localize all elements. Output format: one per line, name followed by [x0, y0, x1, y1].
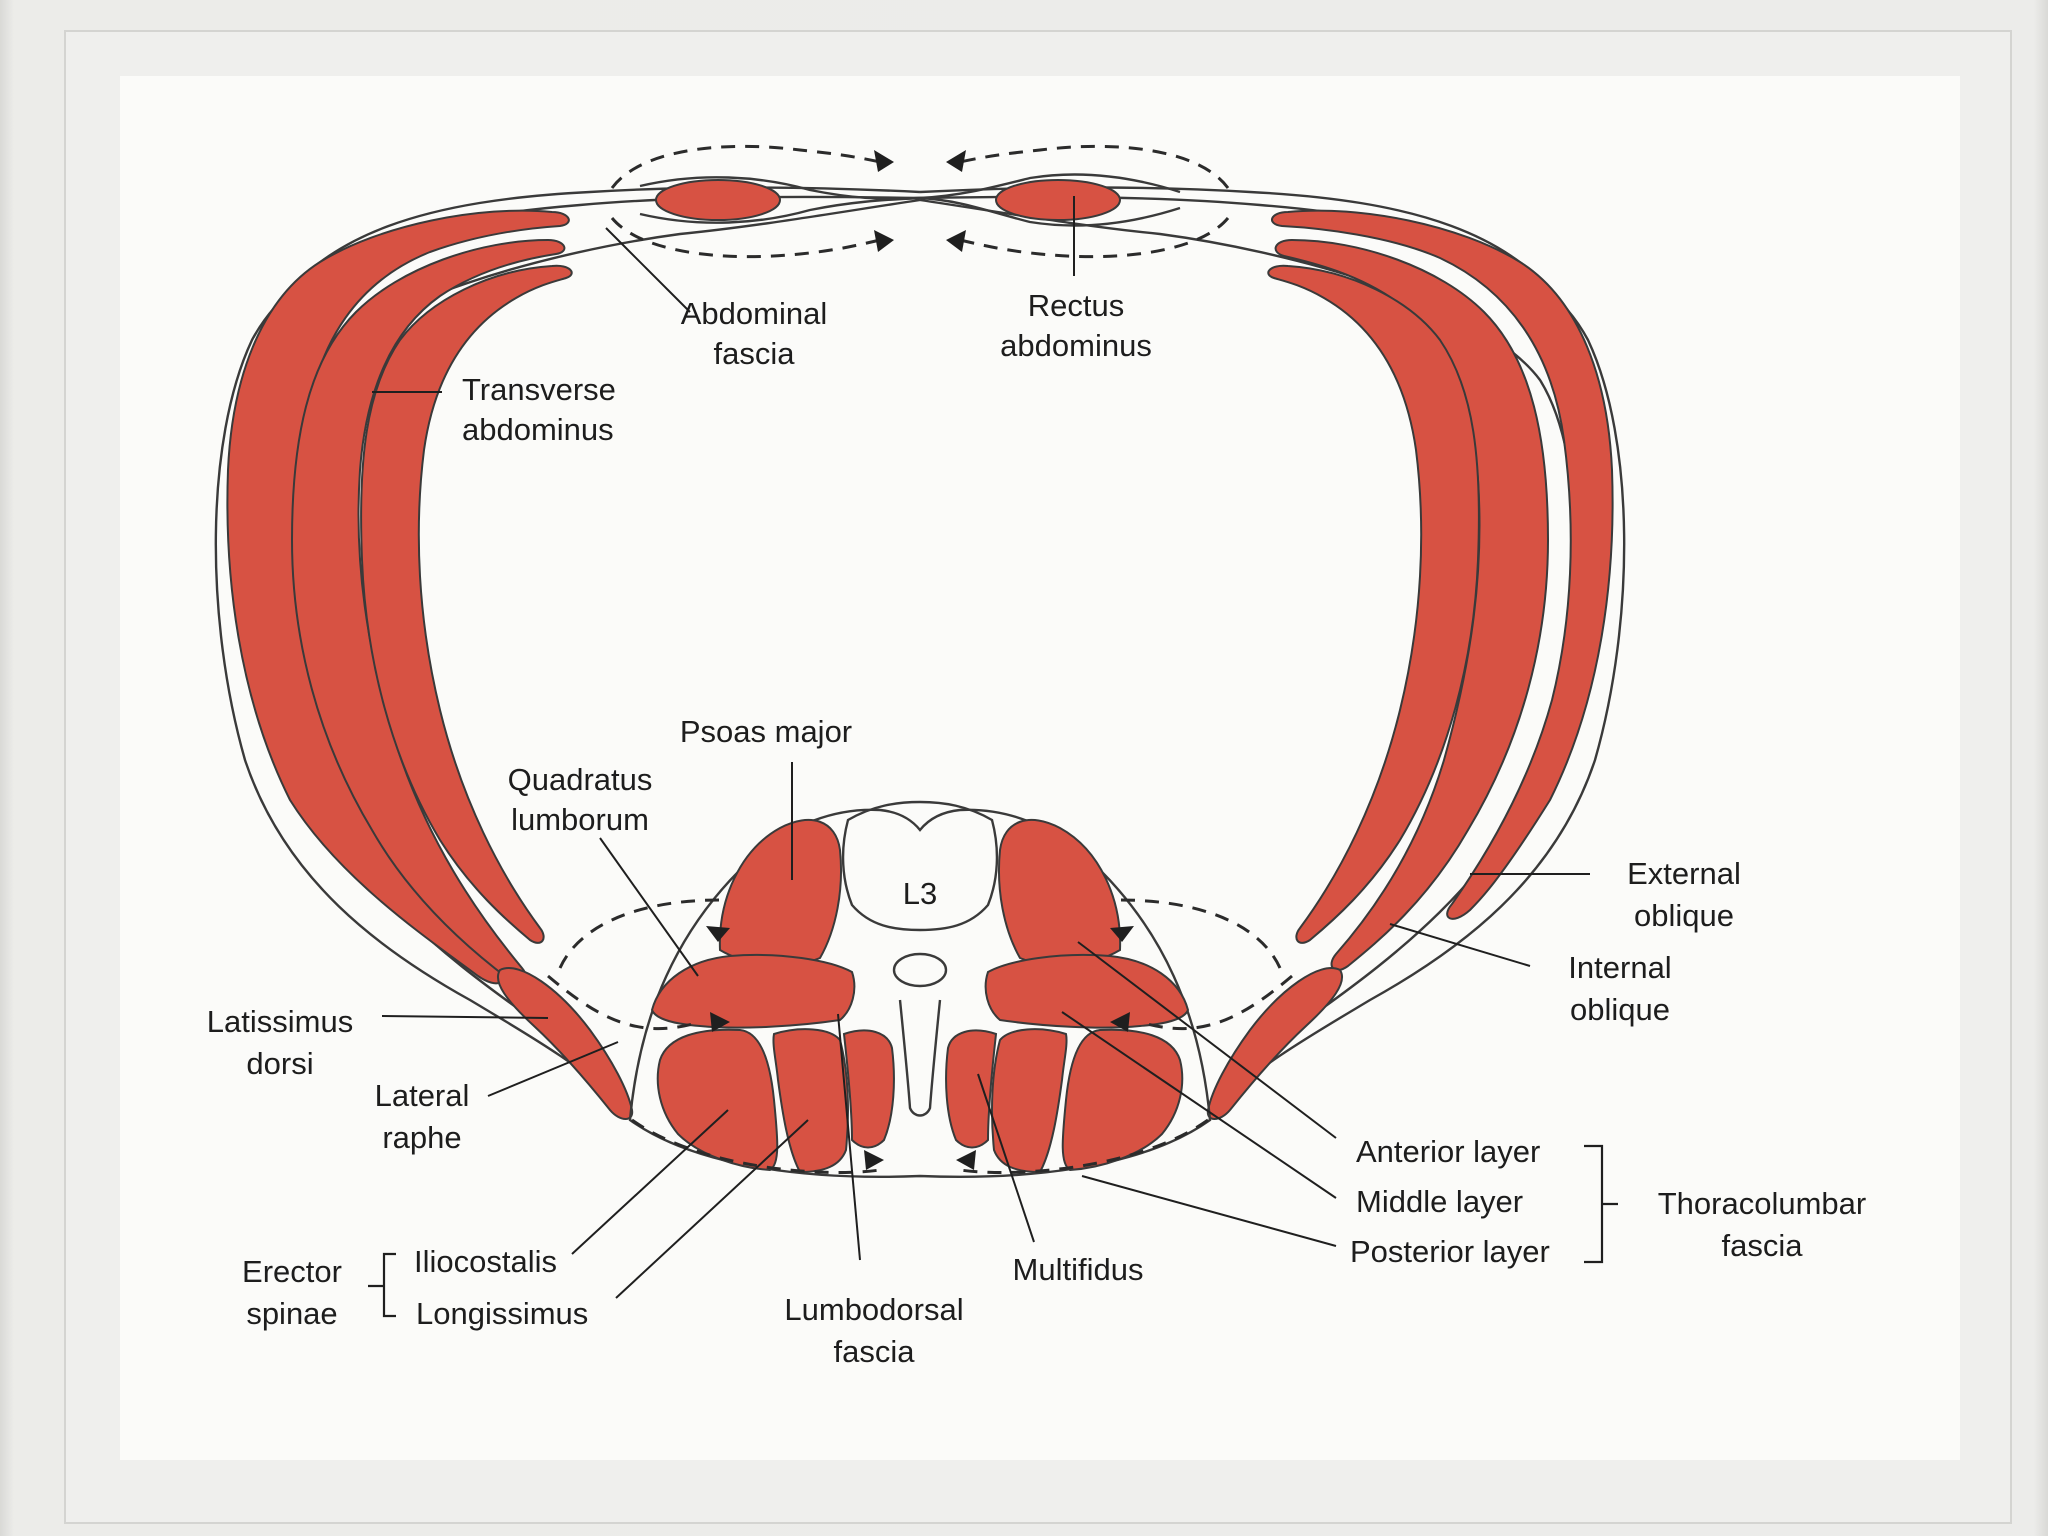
- left-transverse-abdominus: [360, 264, 573, 944]
- posterior-complex: [547, 800, 1293, 1178]
- label-multifidus: Multifidus: [1013, 1252, 1144, 1287]
- right-iliocostalis: [1061, 1028, 1184, 1172]
- right-multifidus: [945, 1029, 998, 1149]
- label-thoracolumbar-fascia-2: fascia: [1722, 1228, 1804, 1263]
- label-lumbodorsal-fascia-2: fascia: [834, 1334, 916, 1369]
- label-lumbodorsal-fascia-1: Lumbodorsal: [784, 1292, 963, 1327]
- label-internal-oblique-1: Internal: [1568, 950, 1671, 985]
- label-external-oblique-2: oblique: [1634, 898, 1734, 933]
- label-transverse-abdominus-2: abdominus: [462, 412, 614, 447]
- label-latissimus-dorsi-2: dorsi: [246, 1046, 313, 1081]
- rectus-abdominus-muscles: [639, 173, 1181, 227]
- right-quadratus-lumborum: [984, 953, 1190, 1029]
- leader-lines: [372, 196, 1590, 1299]
- thoracolumbar-bracket: [1584, 1144, 1618, 1264]
- label-erector-spinae-1: Erector: [242, 1254, 342, 1289]
- label-latissimus-dorsi-1: Latissimus: [207, 1004, 353, 1039]
- label-rectus-abdominus-1: Rectus: [1028, 288, 1124, 323]
- spinous-process: [898, 999, 942, 1117]
- label-abdominal-fascia-1: Abdominal: [681, 296, 827, 331]
- left-latissimus-dorsi: [497, 967, 634, 1120]
- label-thoracolumbar-fascia-1: Thoracolumbar: [1658, 1186, 1866, 1221]
- label-lateral-raphe-2: raphe: [382, 1120, 461, 1155]
- left-quadratus-lumborum: [650, 953, 856, 1029]
- vertebra-L3: [841, 800, 999, 932]
- right-lateral-muscles: [1206, 209, 1614, 1120]
- label-rectus-abdominus-2: abdominus: [1000, 328, 1152, 363]
- right-external-oblique: [1271, 209, 1614, 920]
- label-external-oblique-1: External: [1627, 856, 1741, 891]
- labels: Abdominal fascia Rectus abdominus Transv…: [207, 288, 1866, 1369]
- label-internal-oblique-2: oblique: [1570, 992, 1670, 1027]
- label-abdominal-fascia-2: fascia: [714, 336, 796, 371]
- label-anterior-layer: Anterior layer: [1356, 1134, 1540, 1169]
- label-erector-spinae-2: spinae: [246, 1296, 337, 1331]
- spinal-canal: [892, 952, 948, 988]
- left-rectus-abdominus: [655, 179, 781, 221]
- label-middle-layer: Middle layer: [1356, 1184, 1523, 1219]
- right-longissimus: [991, 1028, 1068, 1174]
- label-lateral-raphe-1: Lateral: [375, 1078, 470, 1113]
- label-psoas-major: Psoas major: [680, 714, 852, 749]
- left-lateral-muscles: [226, 209, 634, 1120]
- label-iliocostalis: Iliocostalis: [414, 1244, 557, 1279]
- label-posterior-layer: Posterior layer: [1350, 1234, 1550, 1269]
- erector-spinae-bracket: [368, 1252, 396, 1318]
- left-multifidus: [842, 1029, 895, 1149]
- label-longissimus: Longissimus: [416, 1296, 588, 1331]
- label-vertebra-L3: L3: [903, 876, 937, 911]
- right-latissimus-dorsi: [1206, 967, 1343, 1120]
- label-quadratus-lumborum-2: lumborum: [511, 802, 649, 837]
- label-transverse-abdominus-1: Transverse: [462, 372, 616, 407]
- right-rectus-abdominus: [995, 179, 1121, 221]
- left-iliocostalis: [656, 1028, 779, 1172]
- left-longissimus: [772, 1028, 849, 1174]
- right-transverse-abdominus: [1267, 264, 1480, 944]
- label-quadratus-lumborum-1: Quadratus: [508, 762, 653, 797]
- abdominal-fascia-tension-lines: [610, 144, 1230, 259]
